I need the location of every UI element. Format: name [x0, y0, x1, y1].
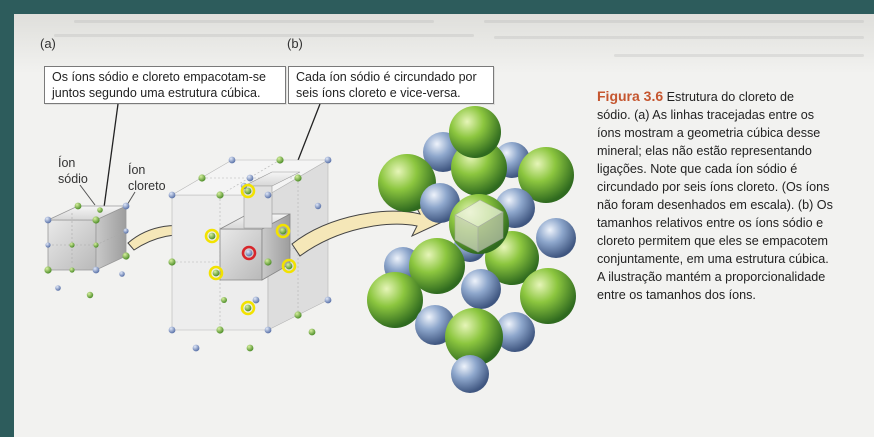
sodium-ion-label: Íon sódio	[58, 156, 88, 186]
caption-text: íons mostram a geometria cúbica desse	[597, 126, 821, 140]
callout-b: Cada íon sódio é circundado por seis íon…	[288, 66, 494, 104]
show-through-text	[484, 20, 864, 23]
leader-line-a	[102, 103, 119, 216]
caption-text: tamanhos relativos entre os íons sódio e	[597, 216, 824, 230]
chloride-ion-label: Íon cloreto	[128, 163, 166, 193]
small-cube	[44, 202, 130, 299]
callout-a-line2: juntos segundo uma estrutura cúbica.	[52, 86, 261, 100]
show-through-text	[614, 54, 864, 57]
leader-line-sodium	[79, 184, 96, 206]
show-through-text	[54, 34, 474, 37]
space-filling-model	[367, 106, 576, 393]
caption-text: circundado por seis íons cloreto. (Os ío…	[597, 180, 830, 194]
figure-caption: Figura 3.6 Estrutura do cloreto de sódio…	[597, 87, 859, 304]
caption-line-1: Figura 3.6 Estrutura do cloreto de	[597, 87, 859, 106]
caption-text: entre os tamanhos dos íons.	[597, 288, 756, 302]
highlighted-ions	[208, 187, 293, 312]
caption-text: Estrutura do cloreto de	[666, 90, 795, 104]
caption-text: A ilustração mantém a proporcionalidade	[597, 270, 826, 284]
show-through-text	[494, 36, 864, 39]
callout-b-line2: seis íons cloreto e vice-versa.	[296, 86, 461, 100]
panel-b-letter: (b)	[287, 36, 303, 51]
caption-text: cloreto permitem que eles se empacotem	[597, 234, 828, 248]
show-through-text	[74, 20, 434, 23]
caption-text: não foram desenhados em escala). (b) Os	[597, 198, 833, 212]
caption-text: mineral; elas não estão representando	[597, 144, 812, 158]
callout-a: Os íons sódio e cloreto empacotam-se jun…	[44, 66, 286, 104]
caption-text: sódio. (a) As linhas tracejadas entre os	[597, 108, 815, 122]
panel-a-letter: (a)	[40, 36, 56, 51]
page-header-bleed	[14, 14, 874, 74]
callout-a-line1: Os íons sódio e cloreto empacotam-se	[52, 70, 266, 84]
highlight-rings	[204, 183, 297, 316]
caption-text: ligações. Note que cada íon sódio é	[597, 162, 798, 176]
figure-number: Figura 3.6	[597, 88, 664, 104]
arrow-b-to-model	[291, 202, 444, 257]
callout-b-line1: Cada íon sódio é circundado por	[296, 70, 477, 84]
caption-text: conjuntamente, em uma estrutura cúbica.	[597, 252, 829, 266]
